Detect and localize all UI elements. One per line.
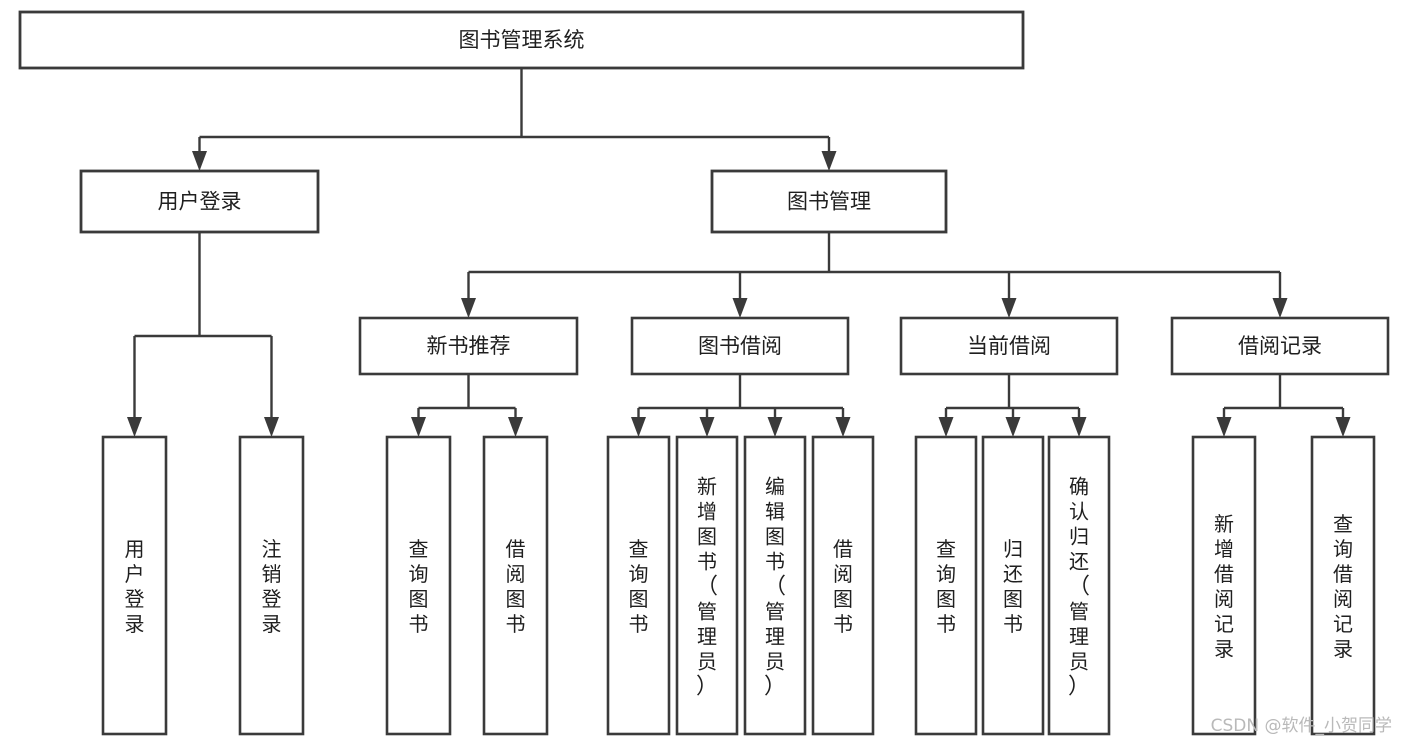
edge-group-book-manage — [461, 232, 1288, 318]
node-label: 当前借阅 — [967, 334, 1051, 358]
node-label: 查询图书 — [936, 537, 956, 636]
node-label: 新增图书（管理员） — [696, 474, 718, 700]
edge-group-current-borrow — [938, 374, 1087, 437]
node-label: 借阅记录 — [1238, 334, 1322, 358]
arrow-head-icon — [938, 417, 954, 437]
node-box — [79, 169, 320, 234]
arrow-head-icon — [264, 417, 279, 437]
arrow-head-icon — [127, 417, 142, 437]
arrow-head-icon — [767, 417, 783, 437]
node-label: 图书借阅 — [698, 334, 782, 358]
node-leaf-edit-book[interactable]: 编辑图书（管理员） — [743, 435, 807, 736]
node-leaf-return-book[interactable]: 归还图书 — [981, 435, 1045, 736]
node-leaf-borrow-book-1[interactable]: 借阅图书 — [482, 435, 549, 736]
node-label: 新书推荐 — [427, 334, 511, 358]
node-box — [18, 10, 1025, 70]
connectors-layer — [127, 68, 1351, 437]
node-book-borrow[interactable]: 图书借阅 — [630, 316, 850, 376]
arrow-head-icon — [732, 298, 748, 318]
edge-group-book-borrow — [631, 374, 851, 437]
node-box — [1191, 435, 1257, 736]
node-leaf-confirm-return[interactable]: 确认归还（管理员） — [1047, 435, 1111, 736]
node-box — [811, 435, 875, 736]
node-label: 用户登录 — [158, 190, 242, 214]
node-current-borrow[interactable]: 当前借阅 — [899, 316, 1119, 376]
node-box — [482, 435, 549, 736]
node-leaf-user-login[interactable]: 用户登录 — [101, 435, 168, 736]
arrow-head-icon — [411, 417, 426, 437]
arrow-head-icon — [1071, 417, 1087, 437]
arrow-head-icon — [461, 298, 476, 318]
node-borrow-record[interactable]: 借阅记录 — [1170, 316, 1390, 376]
node-box — [1310, 435, 1376, 736]
arrow-head-icon — [1005, 417, 1021, 437]
arrow-head-icon — [508, 417, 523, 437]
node-leaf-add-book[interactable]: 新增图书（管理员） — [675, 435, 739, 736]
node-box — [385, 435, 452, 736]
node-user-login[interactable]: 用户登录 — [79, 169, 320, 234]
arrow-head-icon — [631, 417, 646, 437]
arrow-head-icon — [192, 151, 207, 171]
node-leaf-query-book-2[interactable]: 查询图书 — [606, 435, 671, 736]
node-leaf-query-record[interactable]: 查询借阅记录 — [1310, 435, 1376, 736]
edge-group-root — [192, 68, 837, 171]
arrow-head-icon — [1335, 417, 1351, 437]
arrow-head-icon — [835, 417, 851, 437]
nodes-layer: 图书管理系统用户登录图书管理新书推荐图书借阅当前借阅借阅记录用户登录注销登录查询… — [18, 10, 1390, 736]
csdn-watermark: CSDN @软件_小贺同学 — [1211, 716, 1392, 736]
node-box — [630, 316, 850, 376]
node-label: 查询图书 — [409, 537, 429, 636]
node-new-book-recommend[interactable]: 新书推荐 — [358, 316, 579, 376]
node-label: 查询借阅记录 — [1333, 512, 1353, 661]
node-box — [675, 435, 739, 736]
arrow-head-icon — [1001, 298, 1017, 318]
node-box — [899, 316, 1119, 376]
arrow-head-icon — [699, 417, 715, 437]
node-box — [1170, 316, 1390, 376]
node-label: 归还图书 — [1003, 537, 1023, 636]
edge-group-new-book-recommend — [411, 374, 523, 437]
edge-group-borrow-record — [1216, 374, 1351, 437]
node-box — [743, 435, 807, 736]
node-label: 新增借阅记录 — [1214, 512, 1234, 661]
node-box — [710, 169, 948, 234]
arrow-head-icon — [821, 151, 837, 171]
node-box — [101, 435, 168, 736]
node-label: 借阅图书 — [833, 537, 853, 636]
node-book-manage[interactable]: 图书管理 — [710, 169, 948, 234]
node-leaf-borrow-book-2[interactable]: 借阅图书 — [811, 435, 875, 736]
node-label: 借阅图书 — [506, 537, 526, 636]
node-label: 用户登录 — [125, 537, 145, 636]
node-label: 编辑图书（管理员） — [764, 474, 786, 700]
node-box — [914, 435, 978, 736]
node-box — [238, 435, 305, 736]
node-label: 确认归还（管理员） — [1068, 474, 1090, 700]
node-leaf-user-logout[interactable]: 注销登录 — [238, 435, 305, 736]
node-box — [981, 435, 1045, 736]
node-box — [606, 435, 671, 736]
node-label: 查询图书 — [629, 537, 649, 636]
arrow-head-icon — [1272, 298, 1288, 318]
node-leaf-query-book-3[interactable]: 查询图书 — [914, 435, 978, 736]
arrow-head-icon — [1216, 417, 1232, 437]
edge-group-user-login — [127, 232, 279, 437]
node-leaf-query-book-1[interactable]: 查询图书 — [385, 435, 452, 736]
node-box — [1047, 435, 1111, 736]
node-label: 图书管理系统 — [459, 28, 585, 52]
node-label: 图书管理 — [787, 190, 871, 214]
node-box — [358, 316, 579, 376]
node-label: 注销登录 — [262, 537, 282, 636]
node-leaf-add-record[interactable]: 新增借阅记录 — [1191, 435, 1257, 736]
node-root[interactable]: 图书管理系统 — [18, 10, 1025, 70]
